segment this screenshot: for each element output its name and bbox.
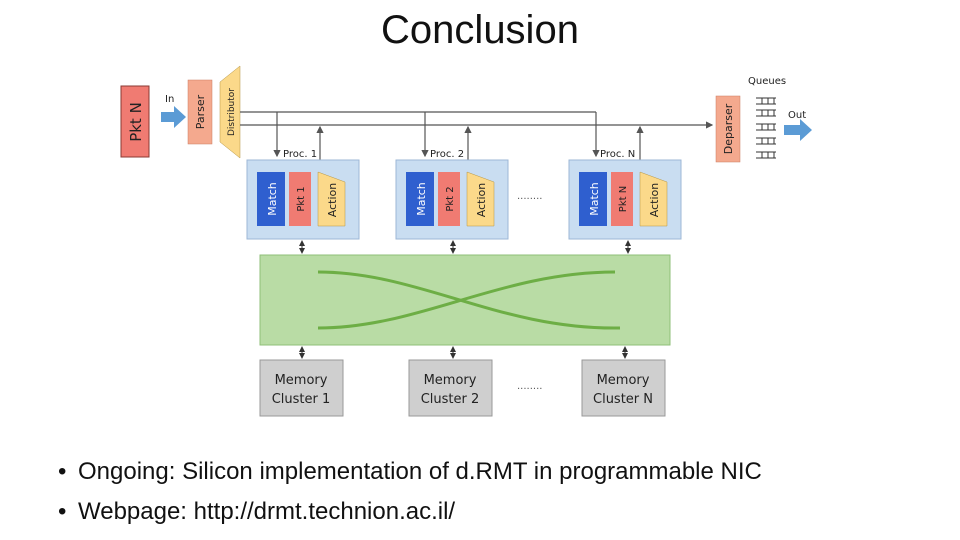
deparser-block (715, 95, 741, 163)
processor-2-action (466, 171, 495, 227)
memory-cluster-n-line1: Memory (597, 373, 650, 388)
processor-n-packet-label: Pkt N (618, 186, 629, 212)
processor-2-match-label: Match (415, 182, 428, 216)
memory-cluster-2-line1: Memory (424, 373, 477, 388)
memory-cluster-n-line2: Cluster N (593, 392, 653, 407)
bullet-icon: • (58, 498, 67, 525)
output-label: Out (788, 110, 806, 121)
memory-cluster-1-line1: Memory (275, 373, 328, 388)
bullet-link-text[interactable]: Webpage: http://drmt.technion.ac.il/ (78, 498, 456, 525)
processor-n: Proc. N Match Pkt N Action (568, 149, 682, 240)
bullet-text: Ongoing: Silicon implementation of d.RMT… (78, 458, 762, 485)
processor-1-match (257, 172, 285, 226)
input-packet-label: Pkt N (127, 102, 145, 142)
distributor-block (219, 65, 241, 159)
queues-label: Queues (748, 76, 786, 87)
processor-1-action-label: Action (326, 183, 339, 217)
memory-cluster-2: Memory Cluster 2 (408, 359, 493, 417)
distributor-label: Distributor (227, 88, 237, 136)
processor-2: Proc. 2 Match Pkt 2 Action (395, 149, 509, 240)
memory-cluster-1: Memory Cluster 1 (259, 359, 344, 417)
bullet-item: • Webpage: http://drmt.technion.ac.il/ (58, 492, 762, 532)
processor-1-name: Proc. 1 (283, 149, 317, 160)
processor-2-action-label: Action (475, 183, 488, 217)
memory-ellipsis: ........ (517, 381, 542, 392)
processor-n-name: Proc. N (600, 149, 635, 160)
processor-2-packet (438, 172, 460, 226)
processor-n-packet (611, 172, 633, 226)
input-label: In (165, 94, 174, 105)
processor-n-match (579, 172, 607, 226)
processor-n-action (639, 171, 668, 227)
processor-2-packet-label: Pkt 2 (445, 186, 456, 211)
memory-cluster-1-line2: Cluster 1 (272, 392, 331, 407)
processor-1-match-label: Match (266, 182, 279, 216)
processor-n-action-label: Action (648, 183, 661, 217)
bullet-icon: • (58, 458, 67, 485)
processor-2-name: Proc. 2 (430, 149, 464, 160)
processor-ellipsis: ........ (517, 191, 542, 202)
crossbar-line-2 (317, 270, 616, 330)
input-packet-box (120, 85, 150, 158)
processor-2-match (406, 172, 434, 226)
processor-1: Proc. 1 Match Pkt 1 Action (246, 149, 360, 240)
processor-1-packet-label: Pkt 1 (296, 186, 307, 211)
output-arrow (784, 119, 812, 141)
parser-block (187, 79, 213, 145)
memory-cluster-n: Memory Cluster N (581, 359, 666, 417)
slide-title: Conclusion (381, 8, 579, 52)
input-arrow (161, 106, 186, 128)
memory-cluster-2-line2: Cluster 2 (421, 392, 480, 407)
queue-icons (756, 97, 776, 159)
processor-1-packet (289, 172, 311, 226)
processor-n-match-label: Match (588, 182, 601, 216)
parser-label: Parser (194, 94, 207, 129)
deparser-label: Deparser (722, 103, 735, 154)
bullet-list: • Ongoing: Silicon implementation of d.RM… (58, 452, 762, 532)
bullet-item: • Ongoing: Silicon implementation of d.RM… (58, 452, 762, 492)
processor-1-action (317, 171, 346, 227)
